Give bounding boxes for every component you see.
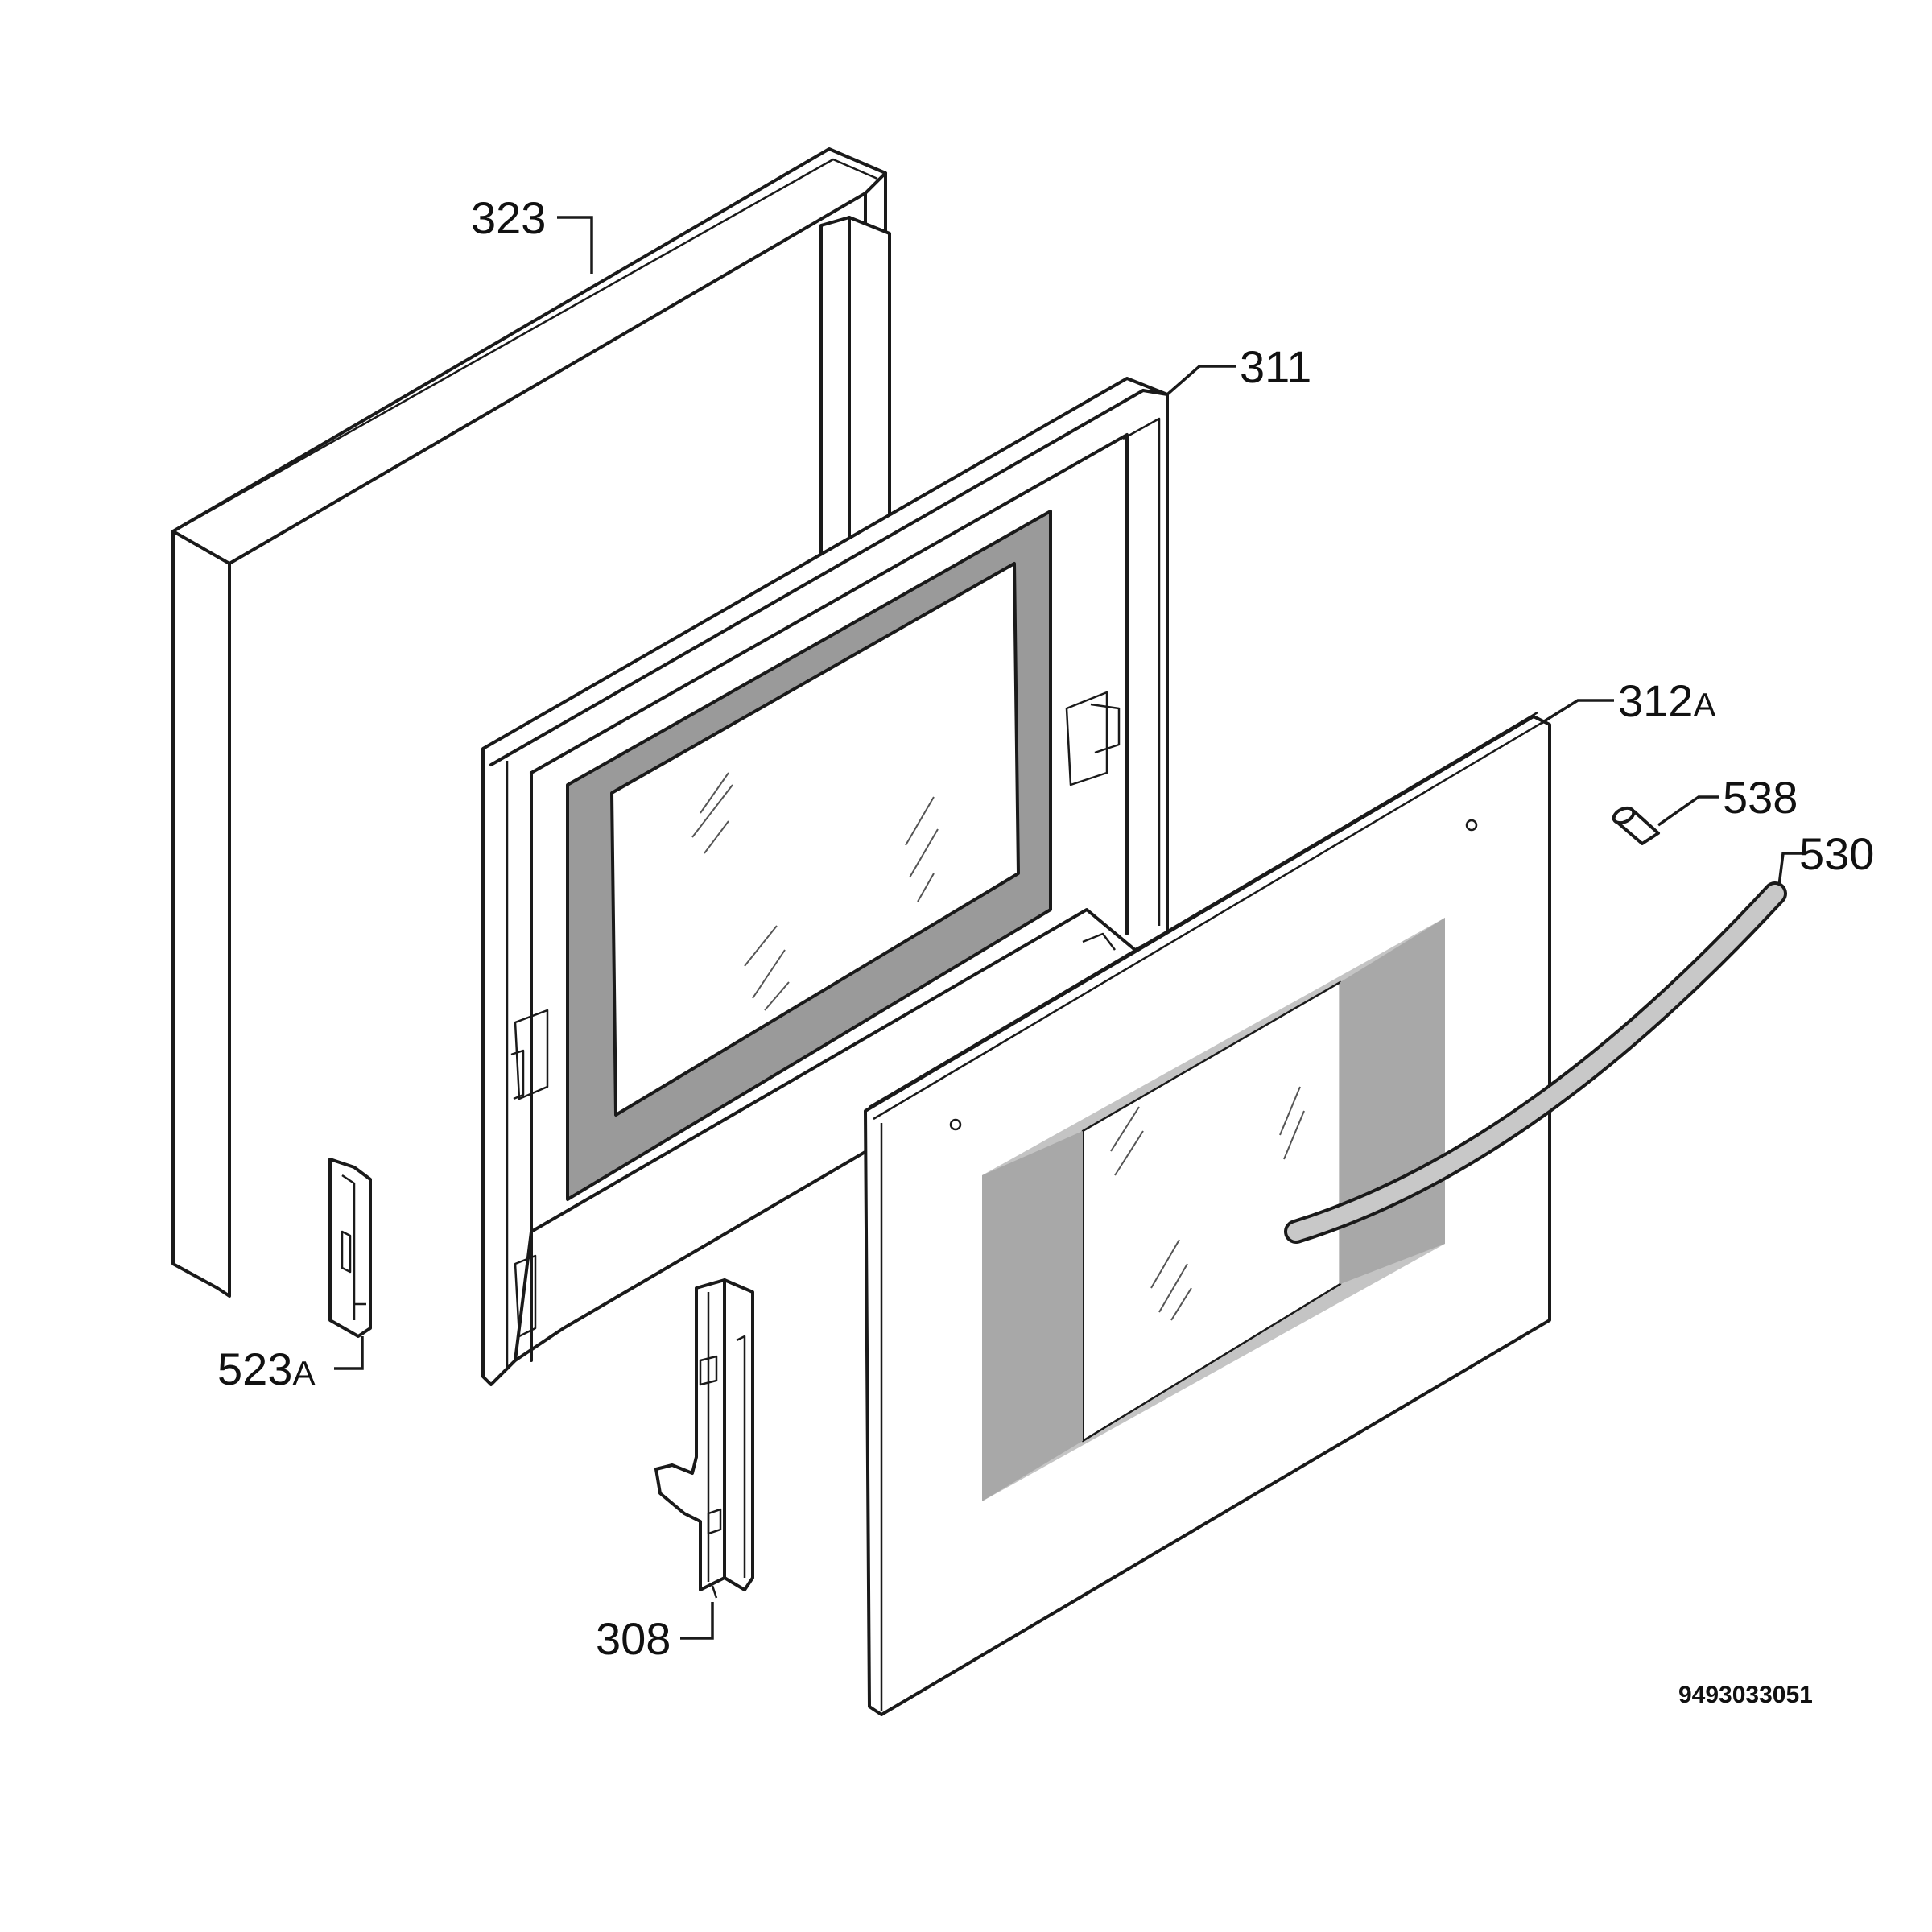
leader-323 xyxy=(557,216,593,274)
leader-308 xyxy=(680,1602,714,1640)
part-530-door-handle[interactable] xyxy=(1284,881,1787,1244)
label-312a-number: 312 xyxy=(1618,675,1693,726)
label-523a: 523A xyxy=(217,1344,315,1394)
part-311-inner-door-panel[interactable] xyxy=(481,377,1169,1386)
leader-538 xyxy=(1657,795,1719,827)
label-312a-suffix: A xyxy=(1693,686,1715,724)
label-523a-suffix: A xyxy=(292,1354,315,1392)
label-312a: 312A xyxy=(1618,675,1715,726)
part-308-hinge[interactable] xyxy=(654,1278,754,1599)
label-308: 308 xyxy=(596,1613,671,1664)
drawing-code: 9493033051 xyxy=(1678,1682,1813,1708)
label-538: 538 xyxy=(1723,772,1798,823)
leader-530 xyxy=(1777,852,1803,886)
part-523a-latch-bracket[interactable] xyxy=(328,1158,372,1338)
part-538-spacer[interactable] xyxy=(1612,805,1660,845)
label-523a-number: 523 xyxy=(217,1344,292,1394)
label-323: 323 xyxy=(471,192,546,243)
leader-312a xyxy=(1541,699,1614,724)
leader-523a xyxy=(334,1336,364,1370)
label-530: 530 xyxy=(1799,828,1874,879)
leader-311 xyxy=(1166,365,1236,396)
label-311: 311 xyxy=(1240,341,1311,392)
part-312a-outer-glass-door[interactable] xyxy=(864,711,1551,1716)
